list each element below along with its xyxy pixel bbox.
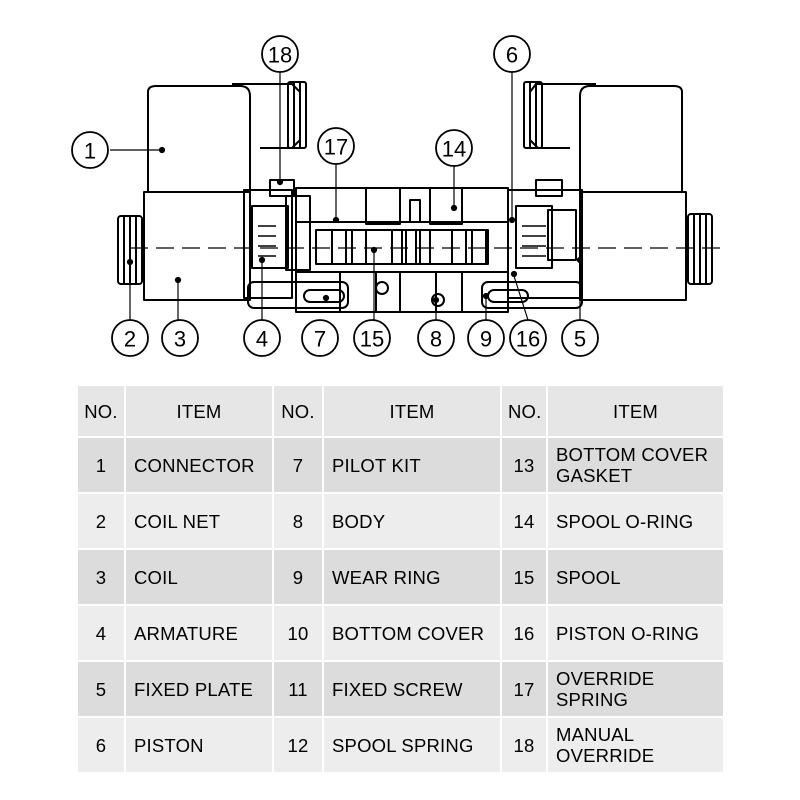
part-name: BOTTOM COVER [324,606,502,662]
left-coil-lower [143,191,251,301]
callout-14: 14 [442,137,466,162]
callout-15: 15 [360,327,384,352]
part-number: 17 [502,662,548,718]
callout-16: 16 [516,327,540,352]
callout-17: 17 [324,135,348,160]
valve-cross-section-diagram: 1 2 3 4 5 6 7 8 9 14 15 16 17 18 [71,35,720,357]
parts-table: NO. ITEM NO. ITEM NO. ITEM 1 CONNECTOR 7… [78,386,725,774]
part-name: OVERRIDE SPRING [548,662,725,718]
callout-8: 8 [430,327,442,352]
part-number: 18 [502,718,548,774]
table-row: 6 PISTON 12 SPOOL SPRING 18 MANUAL OVERR… [78,718,725,774]
part-number: 16 [502,606,548,662]
part-number: 3 [78,550,126,606]
table-row: 4 ARMATURE 10 BOTTOM COVER 16 PISTON O-R… [78,606,725,662]
header-item: ITEM [548,386,725,438]
part-number: 13 [502,438,548,494]
part-number: 5 [78,662,126,718]
table-row: 2 COIL NET 8 BODY 14 SPOOL O-RING [78,494,725,550]
part-number: 4 [78,606,126,662]
part-number: 15 [502,550,548,606]
left-coil-upper [147,85,251,193]
part-name: BOTTOM COVER GASKET [548,438,725,494]
callout-6: 6 [506,43,518,68]
part-name: SPOOL O-RING [548,494,725,550]
callout-4: 4 [256,327,268,352]
part-name: FIXED SCREW [324,662,502,718]
part-number: 11 [274,662,324,718]
part-name: MANUAL OVERRIDE [548,718,725,774]
callout-5: 5 [574,327,586,352]
callout-9: 9 [480,327,492,352]
header-no: NO. [502,386,548,438]
header-item: ITEM [324,386,502,438]
callout-7: 7 [314,327,326,352]
header-no: NO. [274,386,324,438]
part-name: CONNECTOR [126,438,274,494]
part-number: 9 [274,550,324,606]
callout-3: 3 [174,327,186,352]
table-row: 3 COIL 9 WEAR RING 15 SPOOL [78,550,725,606]
part-name: PISTON [126,718,274,774]
part-name: SPOOL SPRING [324,718,502,774]
part-name: WEAR RING [324,550,502,606]
callout-2: 2 [124,327,136,352]
part-name: BODY [324,494,502,550]
part-name: PISTON O-RING [548,606,725,662]
table-row: 5 FIXED PLATE 11 FIXED SCREW 17 OVERRIDE… [78,662,725,718]
part-name: COIL NET [126,494,274,550]
right-coil-upper [579,85,683,193]
header-item: ITEM [126,386,274,438]
part-name: FIXED PLATE [126,662,274,718]
part-number: 14 [502,494,548,550]
part-name: PILOT KIT [324,438,502,494]
part-number: 6 [78,718,126,774]
right-coil-lower [579,191,687,301]
part-name: SPOOL [548,550,725,606]
part-number: 8 [274,494,324,550]
part-name: ARMATURE [126,606,274,662]
part-number: 12 [274,718,324,774]
callout-18: 18 [268,43,292,68]
part-number: 1 [78,438,126,494]
part-name: COIL [126,550,274,606]
callout-1: 1 [84,139,96,164]
table-row: 1 CONNECTOR 7 PILOT KIT 13 BOTTOM COVER … [78,438,725,494]
part-number: 7 [274,438,324,494]
table-header-row: NO. ITEM NO. ITEM NO. ITEM [78,386,725,438]
part-number: 2 [78,494,126,550]
left-gland [232,83,301,149]
right-gland [529,83,596,149]
header-no: NO. [78,386,126,438]
part-number: 10 [274,606,324,662]
